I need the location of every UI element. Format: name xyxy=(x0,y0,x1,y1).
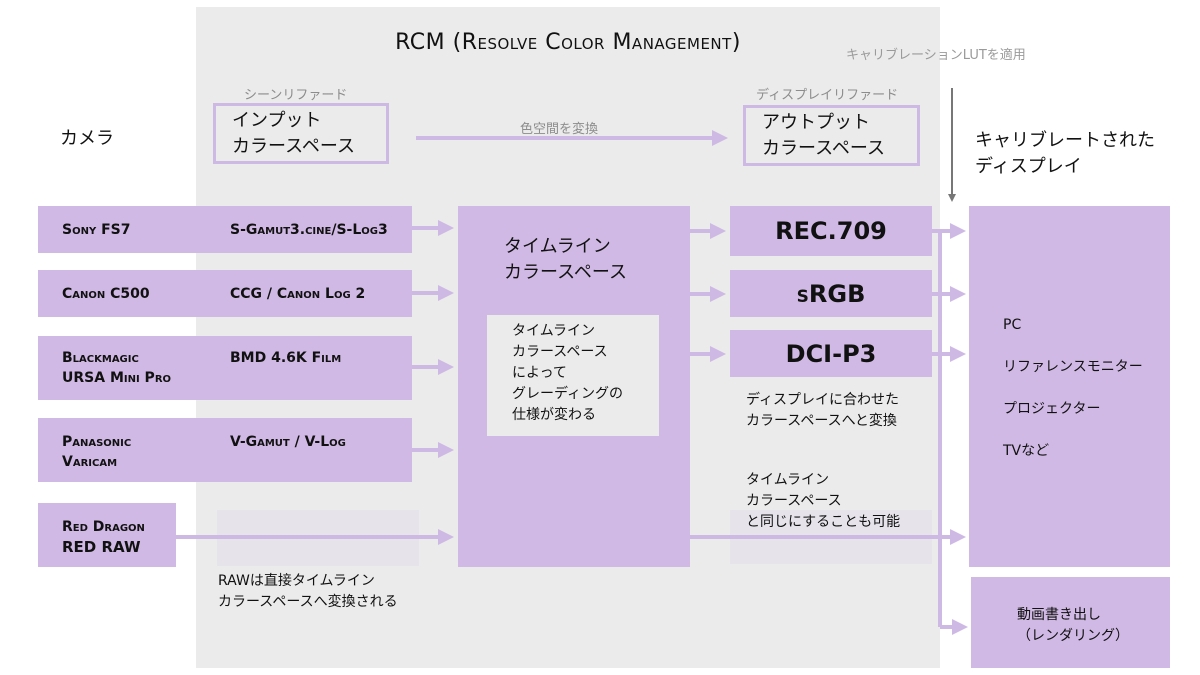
input-line: カラースペース xyxy=(232,136,355,157)
display-item: プロジェクター xyxy=(1003,401,1101,417)
output-srgb: sRGB xyxy=(730,270,932,317)
camera-row: Canon C500 CCG / Canon Log 2 xyxy=(38,270,412,317)
camera-row: Sony FS7 S-Gamut3.cine/S-Log3 xyxy=(38,206,412,253)
output-rec709: REC.709 xyxy=(730,206,932,256)
diagram-title: RCM (Resolve Color Management) xyxy=(395,30,741,55)
camera-colorspace: V-Gamut / V-Log xyxy=(230,434,346,450)
camera-name: Canon C500 xyxy=(62,286,150,302)
convert-label: 色空間を変換 xyxy=(520,122,599,137)
display-item: PC xyxy=(1003,317,1022,333)
scene-referred-caption: シーンリファード xyxy=(244,88,348,103)
camera-colorspace: CCG / Canon Log 2 xyxy=(230,286,366,302)
display-box: PC リファレンスモニター プロジェクター TVなど xyxy=(969,206,1170,567)
display-referred-caption: ディスプレイリファード xyxy=(756,88,899,103)
render-label: 動画書き出し（レンダリング） xyxy=(1017,607,1129,644)
display-header-line: キャリブレートされた xyxy=(975,130,1155,151)
display-item: リファレンスモニター xyxy=(1003,359,1143,375)
camera-name: Sony FS7 xyxy=(62,222,131,238)
timeline-note-box: タイムラインカラースペースによってグレーディングの仕様が変わる xyxy=(487,315,659,436)
raw-note: RAWは直接タイムラインカラースペースへ変換される xyxy=(218,573,398,610)
output-note: ディスプレイに合わせたカラースペースへと変換 xyxy=(746,392,900,429)
input-colorspace-box: インプット カラースペース xyxy=(213,103,389,164)
render-box: 動画書き出し（レンダリング） xyxy=(971,577,1170,668)
output-line: カラースペース xyxy=(762,138,885,159)
timeline-colorspace-box: タイムラインカラースペース タイムラインカラースペースによってグレーディングの仕… xyxy=(458,206,690,567)
timeline-title: タイムラインカラースペース xyxy=(504,236,627,283)
same-note: タイムラインカラースペースと同じにすることも可能 xyxy=(746,472,901,530)
output-dci-p3: DCI-P3 xyxy=(730,330,932,377)
camera-header: カメラ xyxy=(60,128,114,149)
camera-colorspace: S-Gamut3.cine/S-Log3 xyxy=(230,222,388,238)
calibration-label: キャリブレーションLUTを適用 xyxy=(846,48,1026,63)
output-colorspace-box: アウトプット カラースペース xyxy=(743,105,920,166)
output-line: アウトプット xyxy=(762,112,870,133)
timeline-note: タイムラインカラースペースによってグレーディングの仕様が変わる xyxy=(512,323,624,423)
camera-colorspace: BMD 4.6K Film xyxy=(230,350,342,366)
display-item: TVなど xyxy=(1003,443,1050,459)
input-line: インプット xyxy=(232,110,322,131)
display-header: キャリブレートされた ディスプレイ xyxy=(975,128,1155,180)
display-header-line: ディスプレイ xyxy=(975,156,1082,177)
display-list: PC リファレンスモニター プロジェクター TVなど xyxy=(1003,304,1143,472)
